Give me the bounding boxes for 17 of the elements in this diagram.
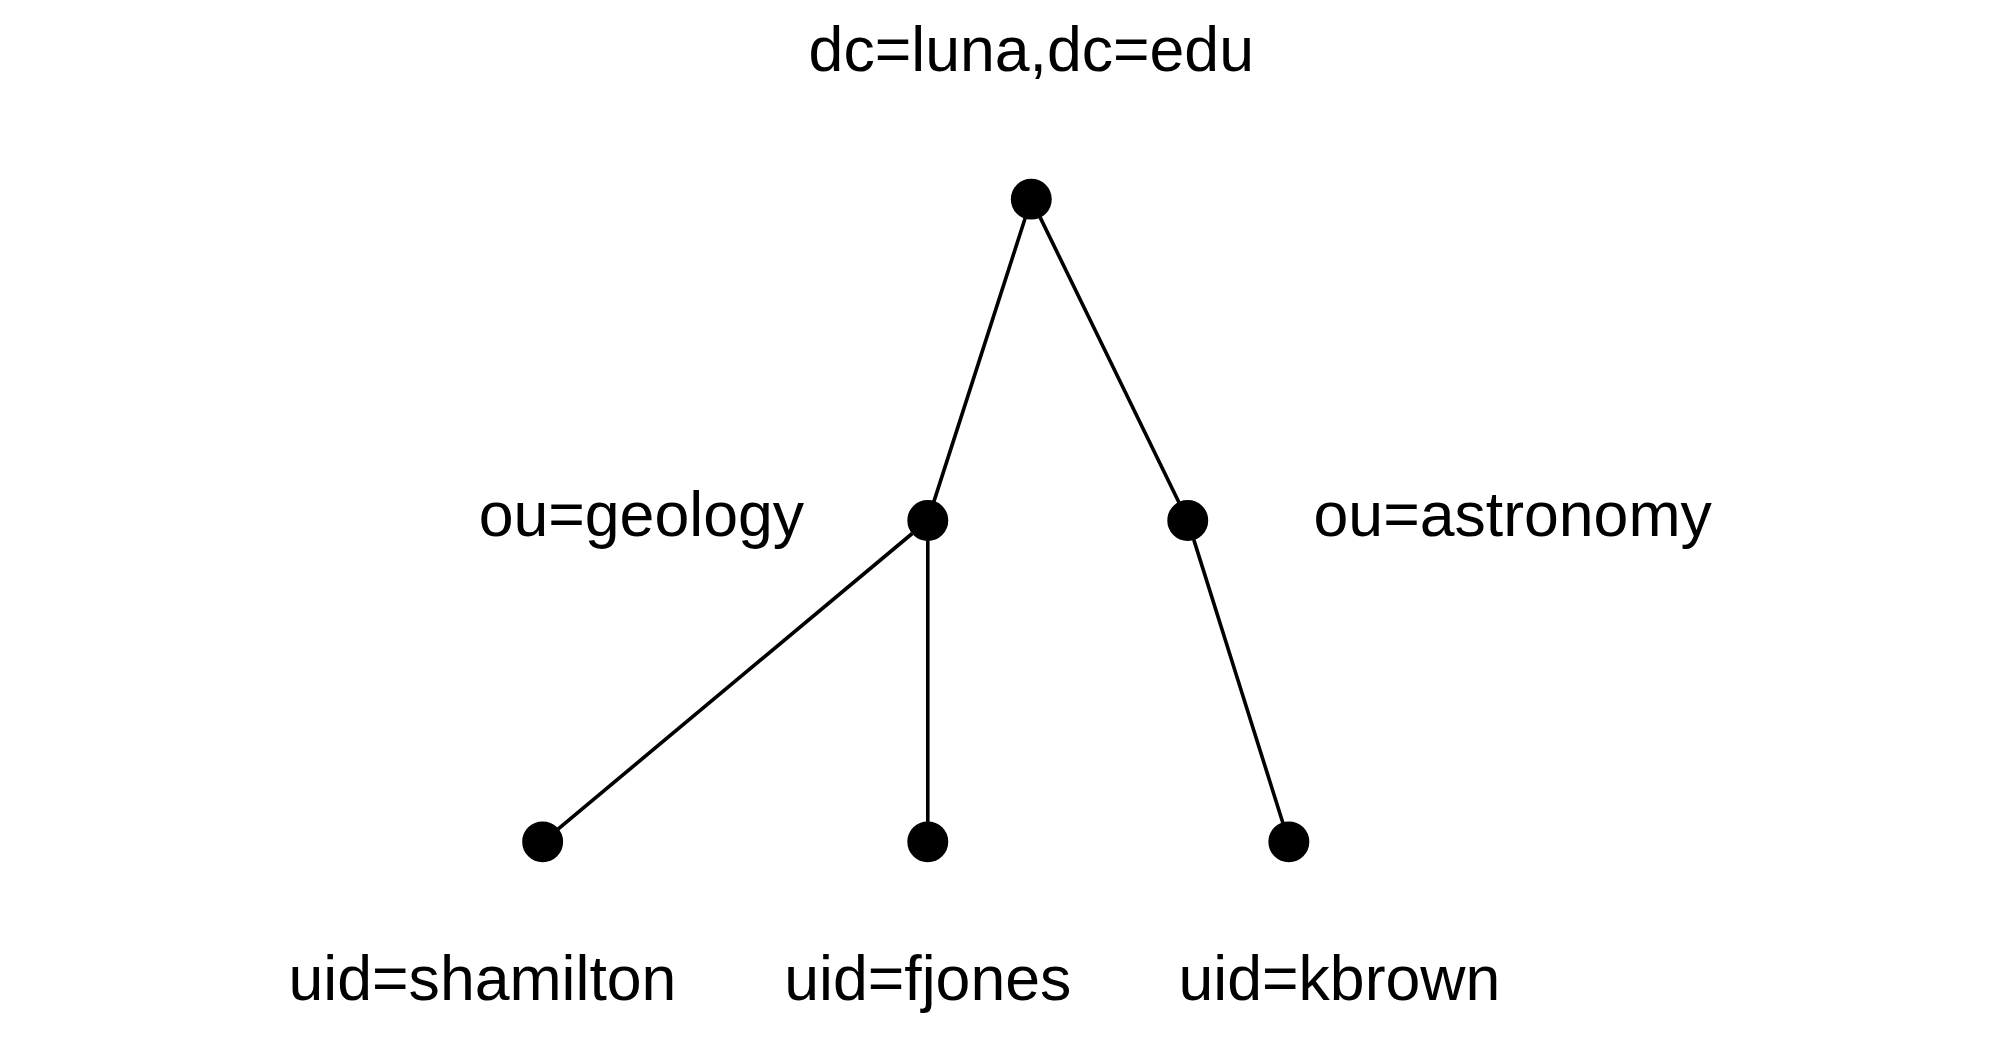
node-circle	[907, 820, 949, 862]
node-circle	[907, 499, 949, 541]
node-label: ou=geology	[478, 478, 805, 549]
node-label: uid=fjones	[784, 942, 1072, 1013]
node-circle	[1010, 178, 1052, 220]
connector	[1038, 216, 1181, 503]
connector	[932, 217, 1027, 502]
node-circle	[522, 820, 564, 862]
node-label: uid=kbrown	[1178, 942, 1501, 1013]
node-label: ou=astronomy	[1313, 478, 1712, 549]
connector	[926, 540, 930, 823]
node-label: dc=luna,dc=edu	[808, 13, 1254, 84]
connector	[556, 531, 914, 830]
node-circle	[1268, 820, 1310, 862]
node-circle	[1167, 499, 1209, 541]
node-label: uid=shamilton	[288, 942, 677, 1013]
connector	[1192, 538, 1285, 824]
